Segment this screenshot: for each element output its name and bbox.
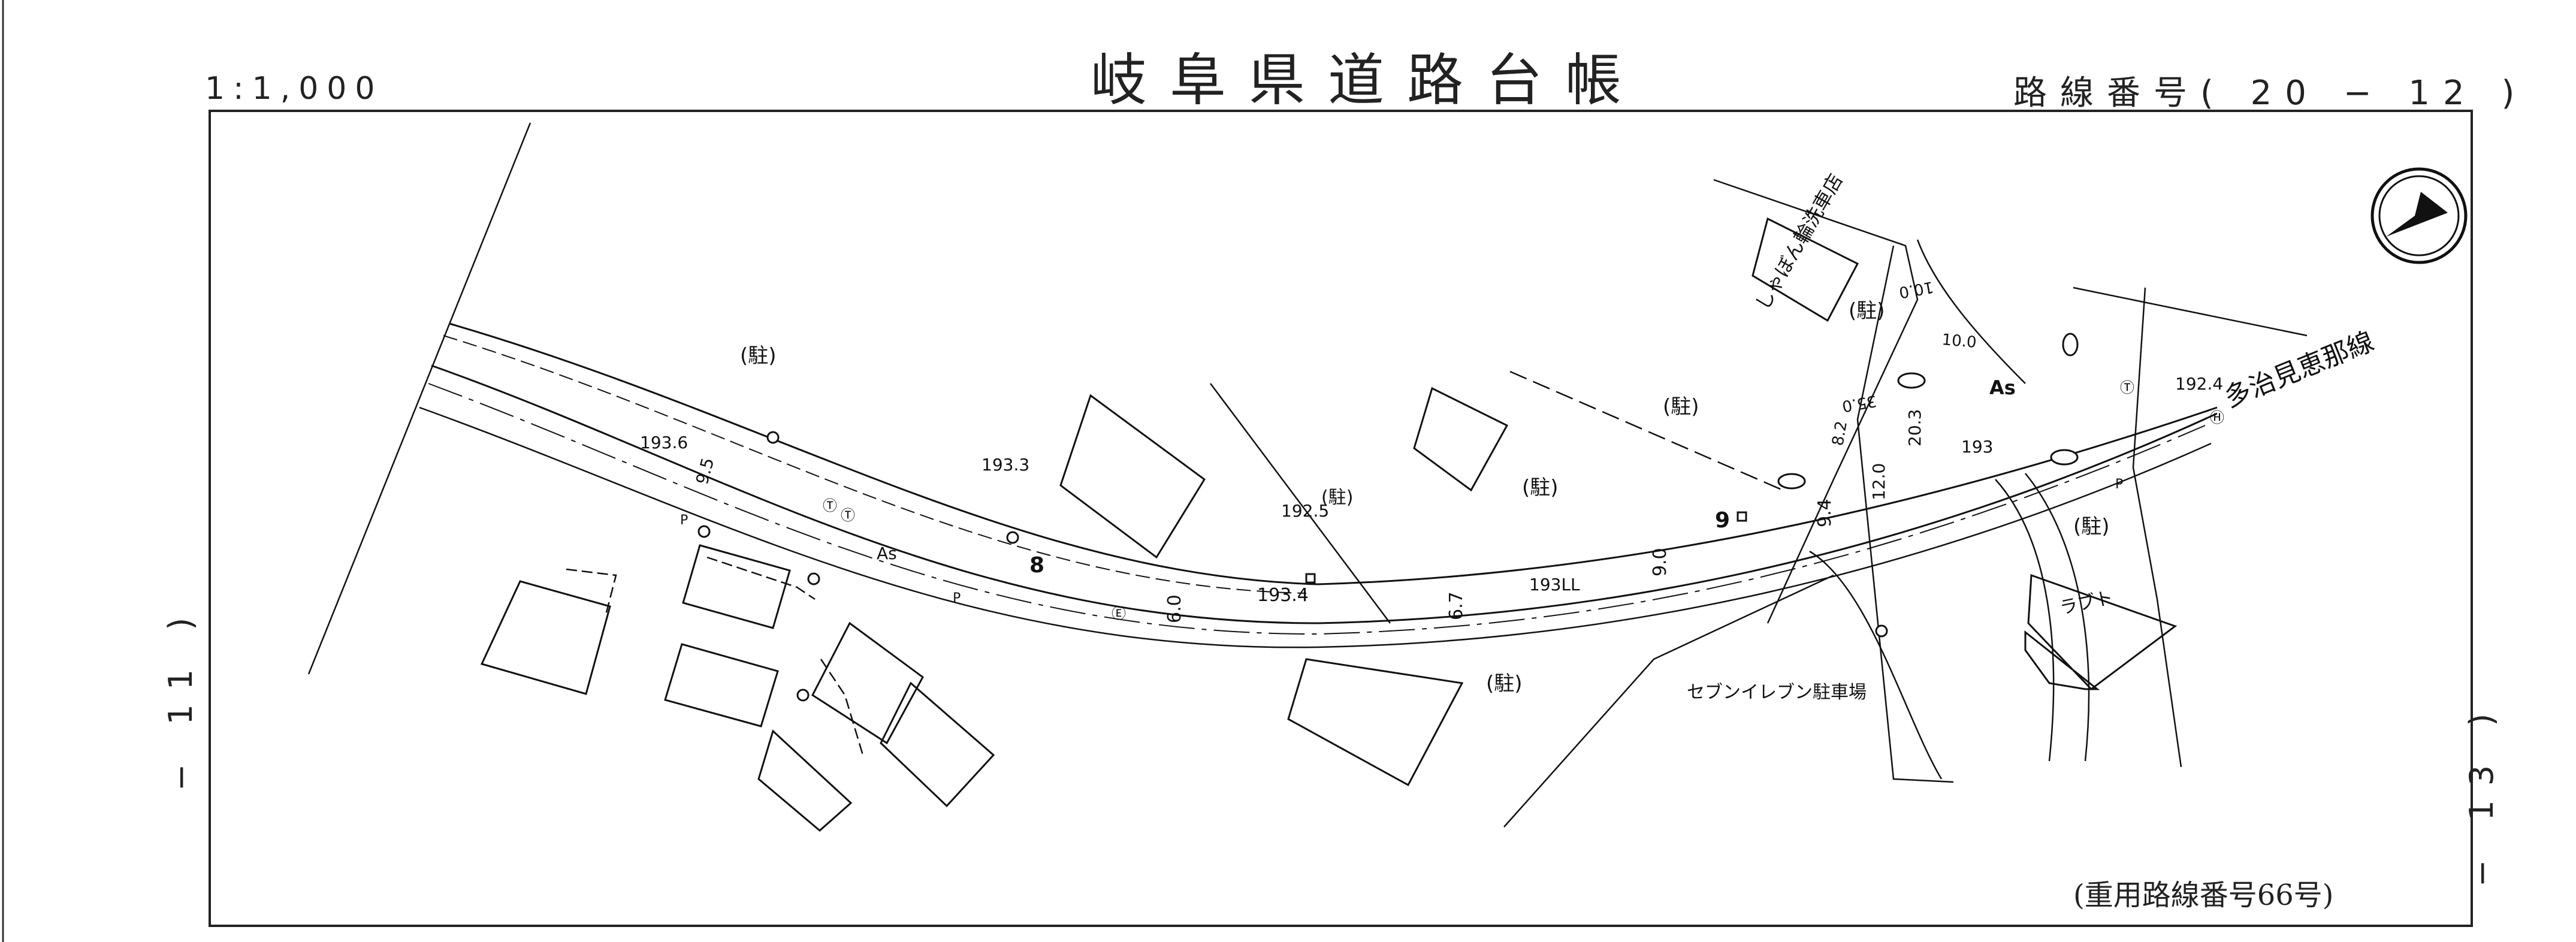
elevation-label: 193.4 bbox=[1257, 585, 1309, 606]
emergency-route-label: (重用路線番号66号) bbox=[2073, 878, 2334, 912]
width-label: 9 bbox=[1715, 508, 1730, 533]
buildings bbox=[480, 217, 2178, 832]
width-label: 9.4 bbox=[1814, 499, 1835, 527]
parking-mark: (駐) bbox=[1522, 476, 1559, 500]
north-arrow-icon bbox=[2370, 167, 2468, 264]
parking-p-mark: P bbox=[953, 591, 961, 606]
road-name-label: 多治見恵那線 bbox=[2220, 326, 2378, 413]
width-label: 6.7 bbox=[1446, 591, 1467, 620]
width-label: 20.3 bbox=[1905, 409, 1925, 446]
map-frame bbox=[209, 110, 2473, 927]
surface-label: As bbox=[877, 544, 897, 563]
elevation-label: 192.4 bbox=[2175, 374, 2223, 394]
parking-p-mark: P bbox=[2115, 477, 2123, 492]
parking-mark: (駐) bbox=[740, 344, 777, 368]
width-label: 8 bbox=[1029, 553, 1044, 578]
place-label-seven-eleven: セブンイレブン駐車場 bbox=[1687, 682, 1867, 703]
width-label: 10.0 bbox=[1941, 331, 1977, 352]
parking-mark: (駐) bbox=[1486, 672, 1523, 696]
dashed-structures bbox=[566, 556, 864, 756]
route-number: 路線番号( 20 − 12 ) bbox=[2013, 74, 2528, 113]
surface-label: As bbox=[1989, 376, 2016, 399]
place-label-shop: しゃぼん輪洗車店 bbox=[1751, 170, 1847, 314]
width-label: 8.2 bbox=[1829, 419, 1851, 447]
telephone-pole-mark: Ⓣ bbox=[2120, 379, 2134, 396]
width-label: 6.0 bbox=[1164, 594, 1185, 623]
width-label: 12.0 bbox=[1869, 463, 1889, 500]
place-label-rabuto: ラブト bbox=[2058, 587, 2115, 619]
parking-mark: (駐) bbox=[1321, 487, 1353, 508]
elevation-label: 193.6 bbox=[640, 433, 688, 452]
hydrant-mark: Ⓗ bbox=[2210, 409, 2224, 426]
parking-mark: (駐) bbox=[1663, 395, 1699, 419]
scale-label: 1:1,000 bbox=[205, 71, 383, 107]
telephone-pole-mark: Ⓣ bbox=[841, 507, 855, 524]
roadside-markers bbox=[697, 333, 2079, 702]
elevation-label: 193 bbox=[1961, 437, 1993, 457]
width-label: 9.0 bbox=[1650, 548, 1671, 576]
parking-mark: (駐) bbox=[1849, 299, 1885, 323]
parking-mark: (駐) bbox=[2073, 515, 2110, 539]
map-title: 岐阜県道路台帳 bbox=[1091, 48, 1645, 113]
width-label: 9.5 bbox=[692, 455, 718, 487]
parking-p-mark: P bbox=[680, 513, 688, 528]
telephone-pole-mark: Ⓣ bbox=[823, 497, 837, 514]
elevation-label: 193.3 bbox=[982, 455, 1029, 475]
electric-pole-mark: Ⓔ bbox=[1112, 605, 1126, 622]
elevation-label: 193LL bbox=[1529, 575, 1580, 594]
elevation-label: 192.5 bbox=[1281, 501, 1329, 521]
boundary-lines bbox=[307, 122, 2308, 828]
width-label: 35.0 bbox=[1841, 391, 1878, 415]
width-label: 10.0 bbox=[1898, 277, 1935, 301]
main-road bbox=[419, 322, 2218, 648]
